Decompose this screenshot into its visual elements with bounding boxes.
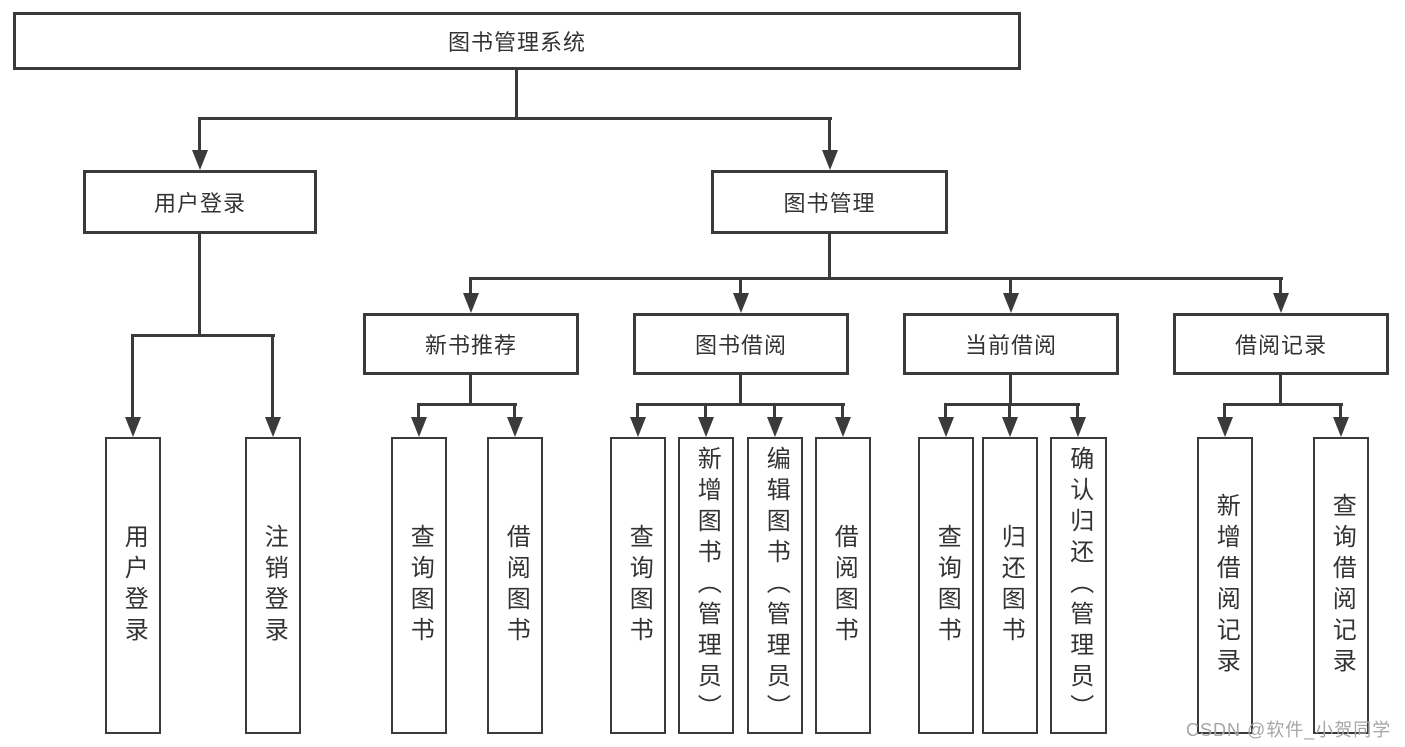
arrow-down-icon xyxy=(411,417,427,437)
arrow-down-icon xyxy=(1217,417,1233,437)
arrow-down-icon xyxy=(1002,417,1018,437)
arrow-down-icon xyxy=(192,150,208,170)
arrow-down-icon xyxy=(835,417,851,437)
connector-stem xyxy=(1223,403,1226,419)
arrow-down-icon xyxy=(1333,417,1349,437)
connector-stem xyxy=(739,375,742,406)
arrow-down-icon xyxy=(1070,417,1086,437)
node-root: 图书管理系统 xyxy=(13,12,1021,70)
leaf-edit-book-admin: 编辑图书（管理员） xyxy=(747,437,803,734)
arrow-down-icon xyxy=(507,417,523,437)
arrow-down-icon xyxy=(938,417,954,437)
arrow-down-icon xyxy=(265,417,281,437)
leaf-query-books: 查询图书 xyxy=(918,437,974,734)
arrow-down-icon xyxy=(630,417,646,437)
connector-stem xyxy=(131,334,134,419)
arrow-down-icon xyxy=(822,150,838,170)
connector-stem xyxy=(1008,403,1011,419)
connector-split xyxy=(417,403,517,406)
node-borrowing-records: 借阅记录 xyxy=(1173,313,1389,375)
arrow-down-icon xyxy=(698,417,714,437)
connector-to-user-login xyxy=(198,117,201,153)
node-book-management: 图书管理 xyxy=(711,170,948,234)
connector-split xyxy=(636,403,845,406)
connector-user-login-split xyxy=(131,334,275,337)
leaf-query-borrow-record: 查询借阅记录 xyxy=(1313,437,1369,734)
connector-stem xyxy=(1279,277,1282,295)
leaf-add-book-admin: 新增图书（管理员） xyxy=(678,437,734,734)
connector-stem xyxy=(1009,277,1012,295)
connector-to-book-mgmt xyxy=(828,117,831,153)
node-current-borrowing: 当前借阅 xyxy=(903,313,1119,375)
arrow-down-icon xyxy=(125,417,141,437)
connector-book-mgmt-stem xyxy=(828,234,831,280)
arrow-down-icon xyxy=(1003,293,1019,313)
connector-stem xyxy=(1279,375,1282,406)
leaf-user-login: 用户登录 xyxy=(105,437,161,734)
connector-stem xyxy=(739,277,742,295)
connector-stem xyxy=(1339,403,1342,419)
connector-level3-split xyxy=(469,277,1283,280)
leaf-confirm-return-admin: 确认归还（管理员） xyxy=(1050,437,1107,734)
leaf-logout: 注销登录 xyxy=(245,437,301,734)
arrow-down-icon xyxy=(1273,293,1289,313)
connector-stem xyxy=(513,403,516,419)
leaf-return-books: 归还图书 xyxy=(982,437,1038,734)
leaf-borrow-books: 借阅图书 xyxy=(487,437,543,734)
connector-stem xyxy=(773,403,776,419)
arrow-down-icon xyxy=(733,293,749,313)
connector-root-stem xyxy=(515,70,518,118)
connector-stem xyxy=(1076,403,1079,419)
connector-stem xyxy=(704,403,707,419)
connector-user-login-stem xyxy=(198,234,201,337)
connector-stem xyxy=(417,403,420,419)
arrow-down-icon xyxy=(463,293,479,313)
connector-stem xyxy=(271,334,274,419)
csdn-watermark: CSDN @软件_小贺同学 xyxy=(1186,720,1392,740)
connector-stem xyxy=(469,375,472,406)
connector-stem xyxy=(469,277,472,295)
leaf-borrow-books: 借阅图书 xyxy=(815,437,871,734)
connector-split xyxy=(944,403,1080,406)
node-user-login: 用户登录 xyxy=(83,170,317,234)
connector-stem xyxy=(841,403,844,419)
connector-stem xyxy=(1009,375,1012,406)
arrow-down-icon xyxy=(767,417,783,437)
node-new-book-recommend: 新书推荐 xyxy=(363,313,579,375)
leaf-query-books: 查询图书 xyxy=(391,437,447,734)
connector-split xyxy=(1223,403,1343,406)
connector-stem xyxy=(944,403,947,419)
connector-stem xyxy=(636,403,639,419)
leaf-query-books: 查询图书 xyxy=(610,437,666,734)
leaf-add-borrow-record: 新增借阅记录 xyxy=(1197,437,1253,734)
node-book-borrowing: 图书借阅 xyxy=(633,313,849,375)
connector-level2-split xyxy=(198,117,832,120)
